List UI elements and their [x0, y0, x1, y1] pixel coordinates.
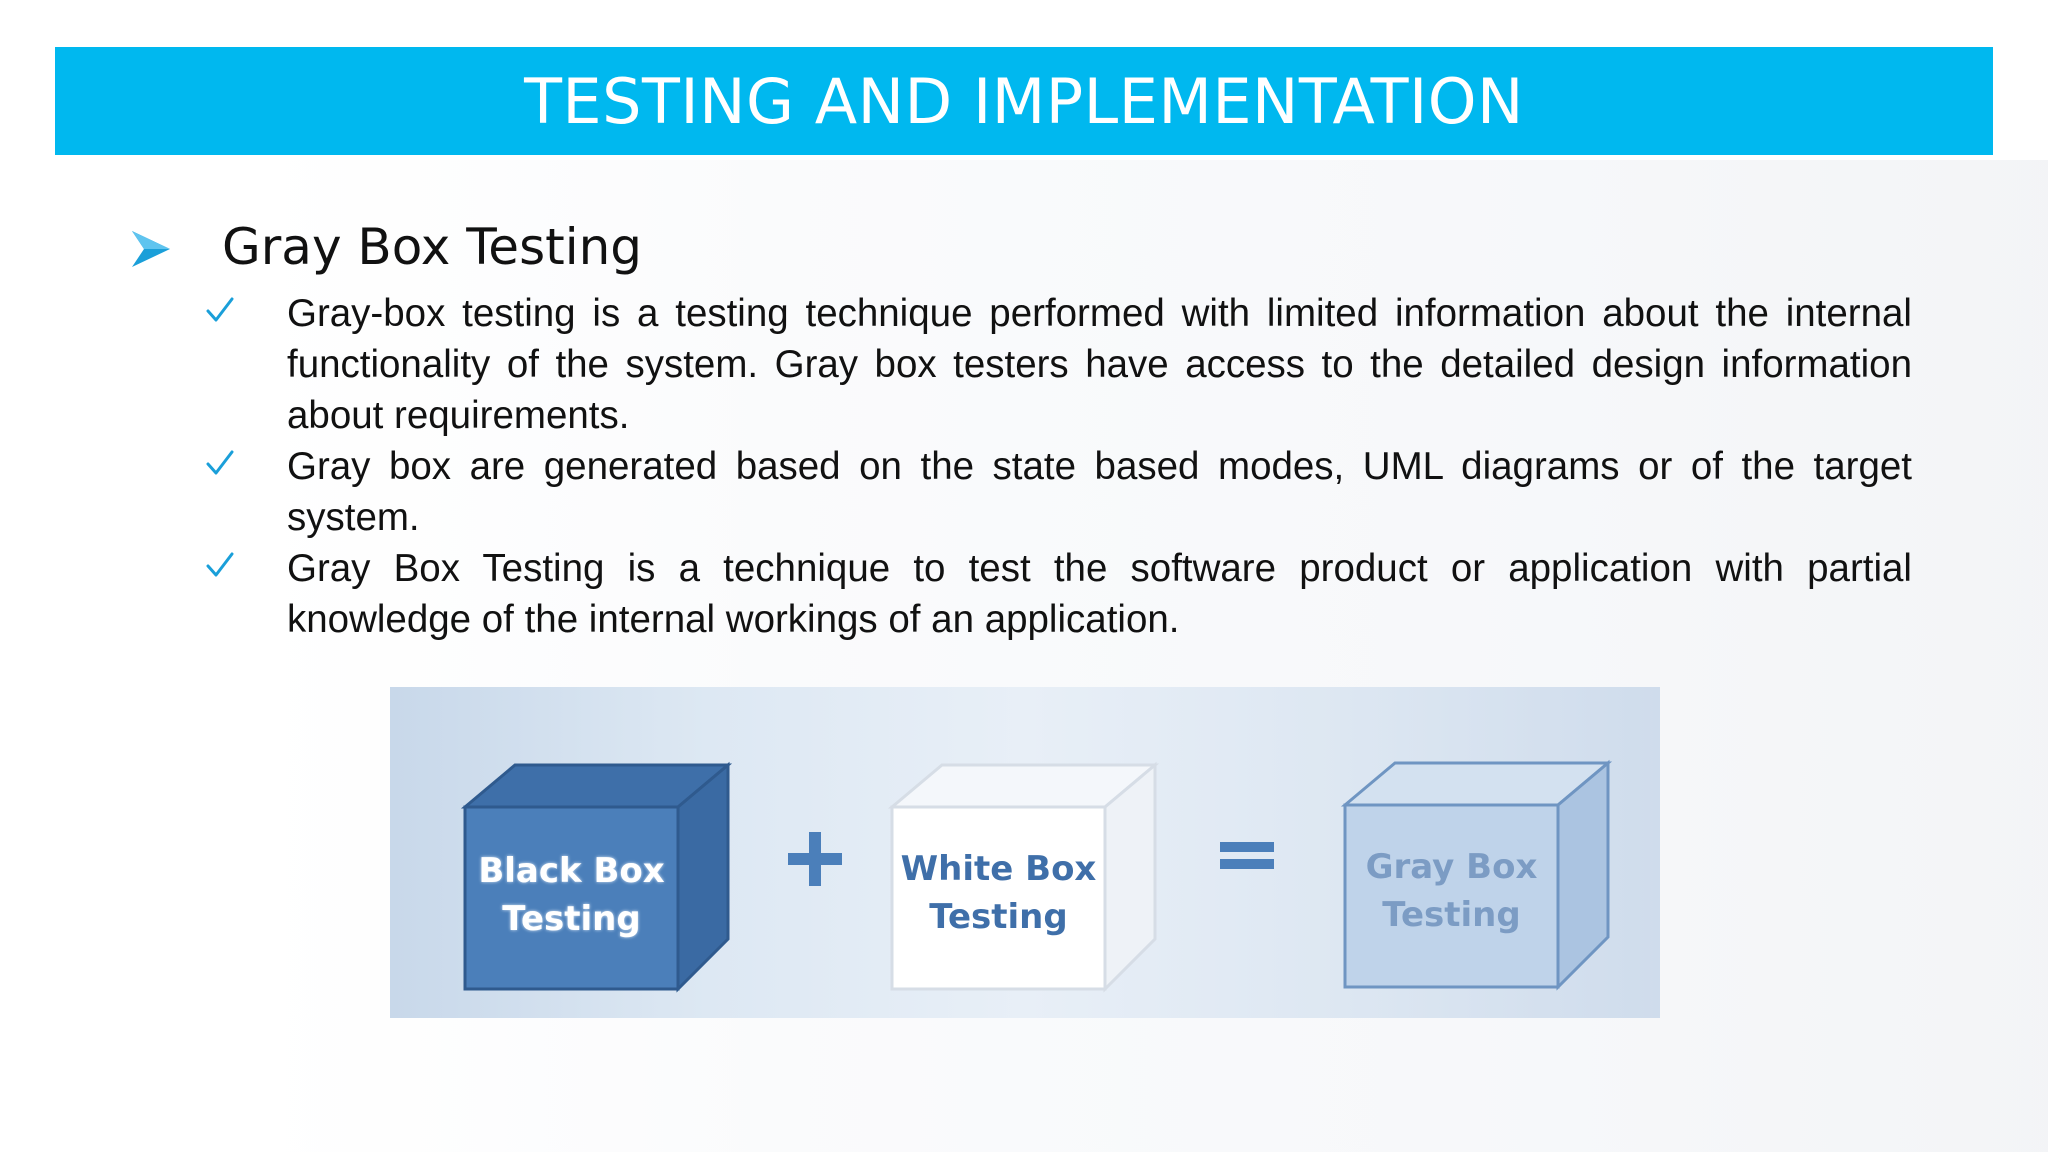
gray-box-cube	[1340, 759, 1613, 991]
list-item: Gray-box testing is a testing technique …	[205, 288, 1912, 441]
gray-box-label: Gray Box Testing	[1365, 847, 1538, 935]
section-heading-text: Gray Box Testing	[222, 218, 643, 276]
plus-icon	[788, 832, 842, 886]
arrow-right-icon	[132, 231, 170, 267]
white-box-cube	[887, 761, 1160, 993]
checkmark-icon	[206, 450, 234, 475]
equals-icon	[1220, 842, 1274, 869]
bullet-text: Gray-box testing is a testing technique …	[287, 292, 1912, 437]
diagram-graphics	[460, 759, 1613, 993]
box-testing-diagram: Black Box Testing White Box Testing Gray…	[390, 687, 1660, 1018]
bullet-list: Gray-box testing is a testing technique …	[205, 288, 1912, 645]
list-item: Gray box are generated based on the stat…	[205, 441, 1912, 543]
slide-title: TESTING AND IMPLEMENTATION	[524, 64, 1524, 138]
black-box-cube	[460, 761, 733, 993]
bullet-text: Gray box are generated based on the stat…	[287, 445, 1912, 539]
black-box-label: Black Box Testing	[478, 851, 665, 939]
section-heading: Gray Box Testing	[130, 218, 642, 276]
bullet-text: Gray Box Testing is a technique to test …	[287, 547, 1912, 641]
title-bar: TESTING AND IMPLEMENTATION	[55, 47, 1993, 155]
checkmark-icon	[206, 552, 234, 577]
list-item: Gray Box Testing is a technique to test …	[205, 543, 1912, 645]
white-box-label: White Box Testing	[900, 849, 1097, 937]
checkmark-icon	[206, 297, 234, 322]
